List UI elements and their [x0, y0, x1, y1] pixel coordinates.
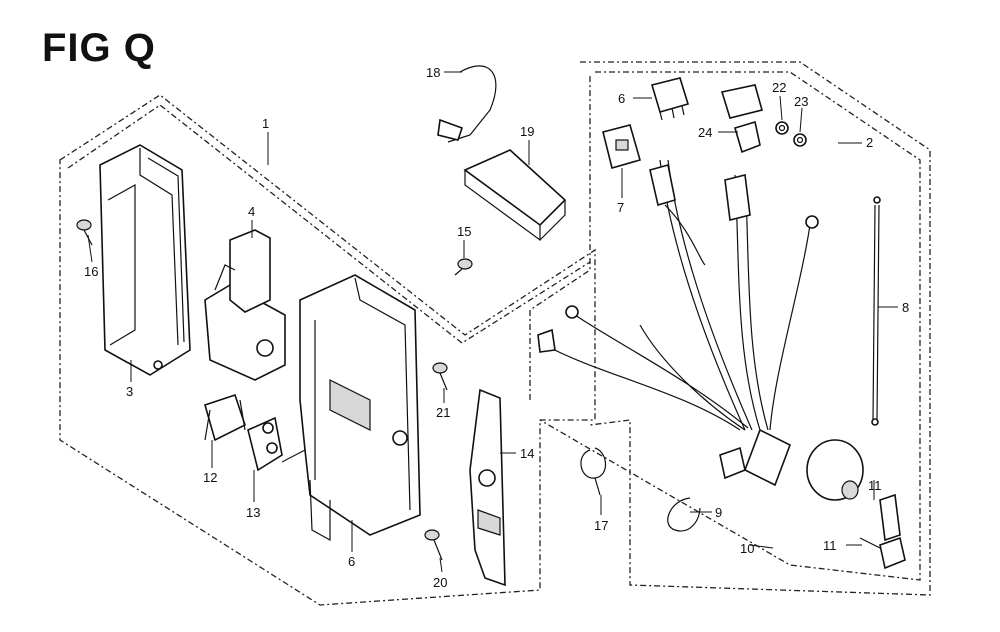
control-box-group-outline [59, 94, 596, 606]
callout-21: 21 [436, 405, 450, 420]
part-21-screw [432, 362, 448, 391]
part-18-band [437, 65, 497, 143]
leader-lines [87, 71, 898, 573]
leader-10 [749, 544, 774, 549]
callout-24: 24 [698, 125, 712, 140]
callout-15: 15 [457, 224, 471, 239]
part-6-relay [650, 77, 690, 121]
control-box-inner-outline [67, 104, 591, 344]
callout-7: 7 [617, 200, 624, 215]
callout-22: 22 [772, 80, 786, 95]
group-outlines [59, 61, 931, 606]
figure-title: FIG Q [42, 26, 156, 70]
leader-23 [799, 107, 803, 133]
callout-18: 18 [426, 65, 440, 80]
part-3-cover [99, 144, 191, 376]
part-16-screw [76, 219, 93, 246]
callout-labels: 1 2 3 4 6 6 7 8 9 10 11 11 12 13 14 15 1… [84, 65, 909, 590]
part-6-control-panel [299, 274, 421, 542]
leader-13b [281, 449, 306, 463]
callout-4: 4 [248, 204, 255, 219]
part-10-harness [537, 159, 864, 501]
callout-8: 8 [902, 300, 909, 315]
callout-9: 9 [715, 505, 722, 520]
part-14-plate [469, 388, 506, 587]
callout-11b: 11 [823, 538, 837, 553]
callout-14: 14 [520, 446, 534, 461]
callout-6a: 6 [618, 91, 625, 106]
wiring-harness-inner-outline [539, 71, 921, 581]
part-24-fuse [720, 84, 763, 154]
part-9-clip [667, 497, 701, 532]
leader-16 [87, 234, 93, 263]
callout-19: 19 [520, 124, 534, 139]
leader-22 [779, 95, 783, 121]
callout-1: 1 [262, 116, 269, 131]
callout-20: 20 [433, 575, 447, 590]
part-20-bolt [424, 529, 443, 561]
callout-2: 2 [866, 135, 873, 150]
part-8-rod [871, 196, 881, 426]
leader-20 [439, 557, 443, 573]
callout-11a: 11 [868, 478, 882, 493]
callout-16: 16 [84, 264, 98, 279]
callout-12: 12 [203, 470, 217, 485]
callout-6b: 6 [348, 554, 355, 569]
part-7-connector [602, 124, 641, 169]
part-4-bracket [204, 229, 286, 381]
part-11-terminals [859, 493, 906, 570]
callout-23: 23 [794, 94, 808, 109]
part-23-washer [793, 133, 807, 147]
harness-left-outline [529, 75, 591, 400]
part-22-nut [775, 121, 789, 135]
part-19-pad [463, 149, 567, 242]
part-15-screw [454, 258, 473, 276]
part-12-switch [204, 393, 246, 442]
callout-13: 13 [246, 505, 260, 520]
callout-17: 17 [594, 518, 608, 533]
callout-10: 10 [740, 541, 754, 556]
part-13-breaker [247, 416, 283, 472]
callout-3: 3 [126, 384, 133, 399]
part-17-clamp [580, 447, 607, 496]
